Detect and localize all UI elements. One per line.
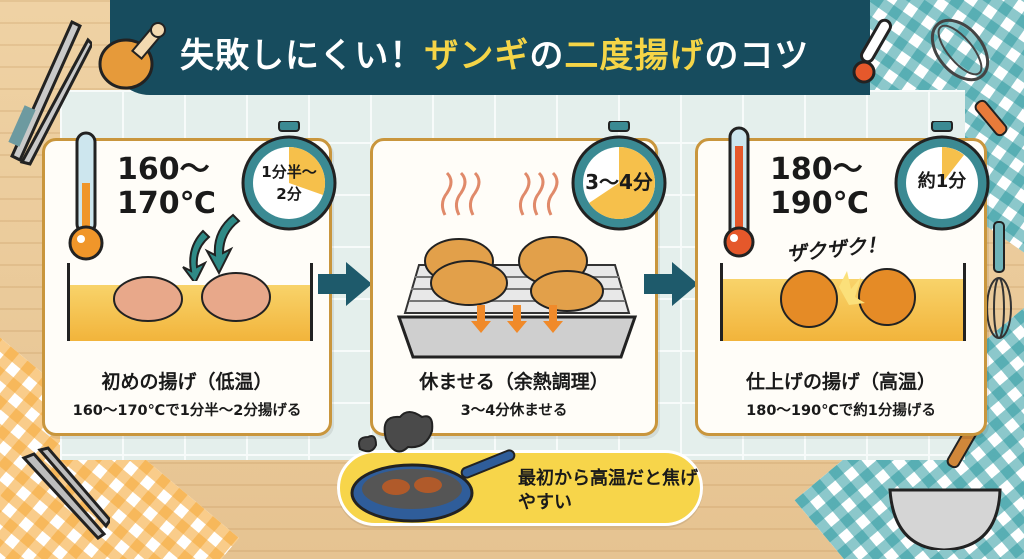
stopwatch-icon: 1分半〜 2分 (237, 120, 341, 233)
step-heading: 仕上げの揚げ（高温） (745, 371, 936, 393)
arrow-down-icon (182, 213, 241, 281)
fried-chicken-icon (98, 22, 166, 90)
tongs-icon (21, 446, 110, 540)
stopwatch-icon: 3〜4分 (567, 120, 671, 233)
frying-pot (720, 263, 966, 341)
step-description: 3〜4分休ませる (460, 403, 568, 419)
tongs-icon (8, 19, 92, 166)
frying-pot (67, 263, 313, 341)
thermometer-icon (852, 18, 892, 84)
temperature-label: 180〜 190℃ (770, 152, 869, 221)
whisk-icon (930, 18, 1008, 137)
sound-effect-label: ザクザク！ (785, 231, 888, 267)
fried-chicken-icon (780, 268, 916, 328)
step-card-high-temp-fry: 180〜 190℃ 約1分 ザクザク！ 仕上げの揚げ（高温） 180〜190℃で… (695, 120, 990, 436)
timer-label: 3〜4分 (585, 170, 653, 194)
arrow-right-icon (644, 262, 698, 306)
step-heading: 初めの揚げ（低温） (101, 371, 273, 393)
warning-text: 最初から高温だと焦げやすい (518, 468, 698, 513)
step-card-low-temp-fry: 160〜 170℃ 1分半〜 2分 初めの揚げ（低温） 160〜170℃で1分半… (42, 120, 337, 436)
title-banner (150, 0, 870, 95)
step-description: 160〜170℃で1分半〜2分揚げる (72, 403, 302, 419)
timer-label: 約1分 (917, 171, 967, 192)
fried-chicken-icon (113, 272, 271, 322)
arrow-right-icon (318, 262, 372, 306)
thermometer-icon (723, 126, 755, 258)
step-card-rest: 3〜4分 休ませる（余熱調理） 3〜4分休ませる (370, 120, 667, 436)
stopwatch-icon: 約1分 (890, 120, 994, 233)
steam-icon (440, 171, 559, 216)
cooling-rack-icon (396, 236, 638, 359)
temperature-label: 160〜 170℃ (117, 152, 216, 221)
thermometer-icon (68, 131, 104, 261)
step-heading: 休ませる（余熱調理） (419, 371, 609, 393)
warning-bubble: 最初から高温だと焦げやすい (337, 411, 703, 526)
whisk-icon (986, 221, 1012, 339)
step-description: 180〜190℃で約1分揚げる (746, 403, 936, 419)
frying-pan-icon (350, 411, 516, 523)
page-title: 失敗しにくい！ザンギの二度揚げのコツ (180, 36, 810, 76)
timer-label: 1分半〜 2分 (261, 163, 317, 203)
